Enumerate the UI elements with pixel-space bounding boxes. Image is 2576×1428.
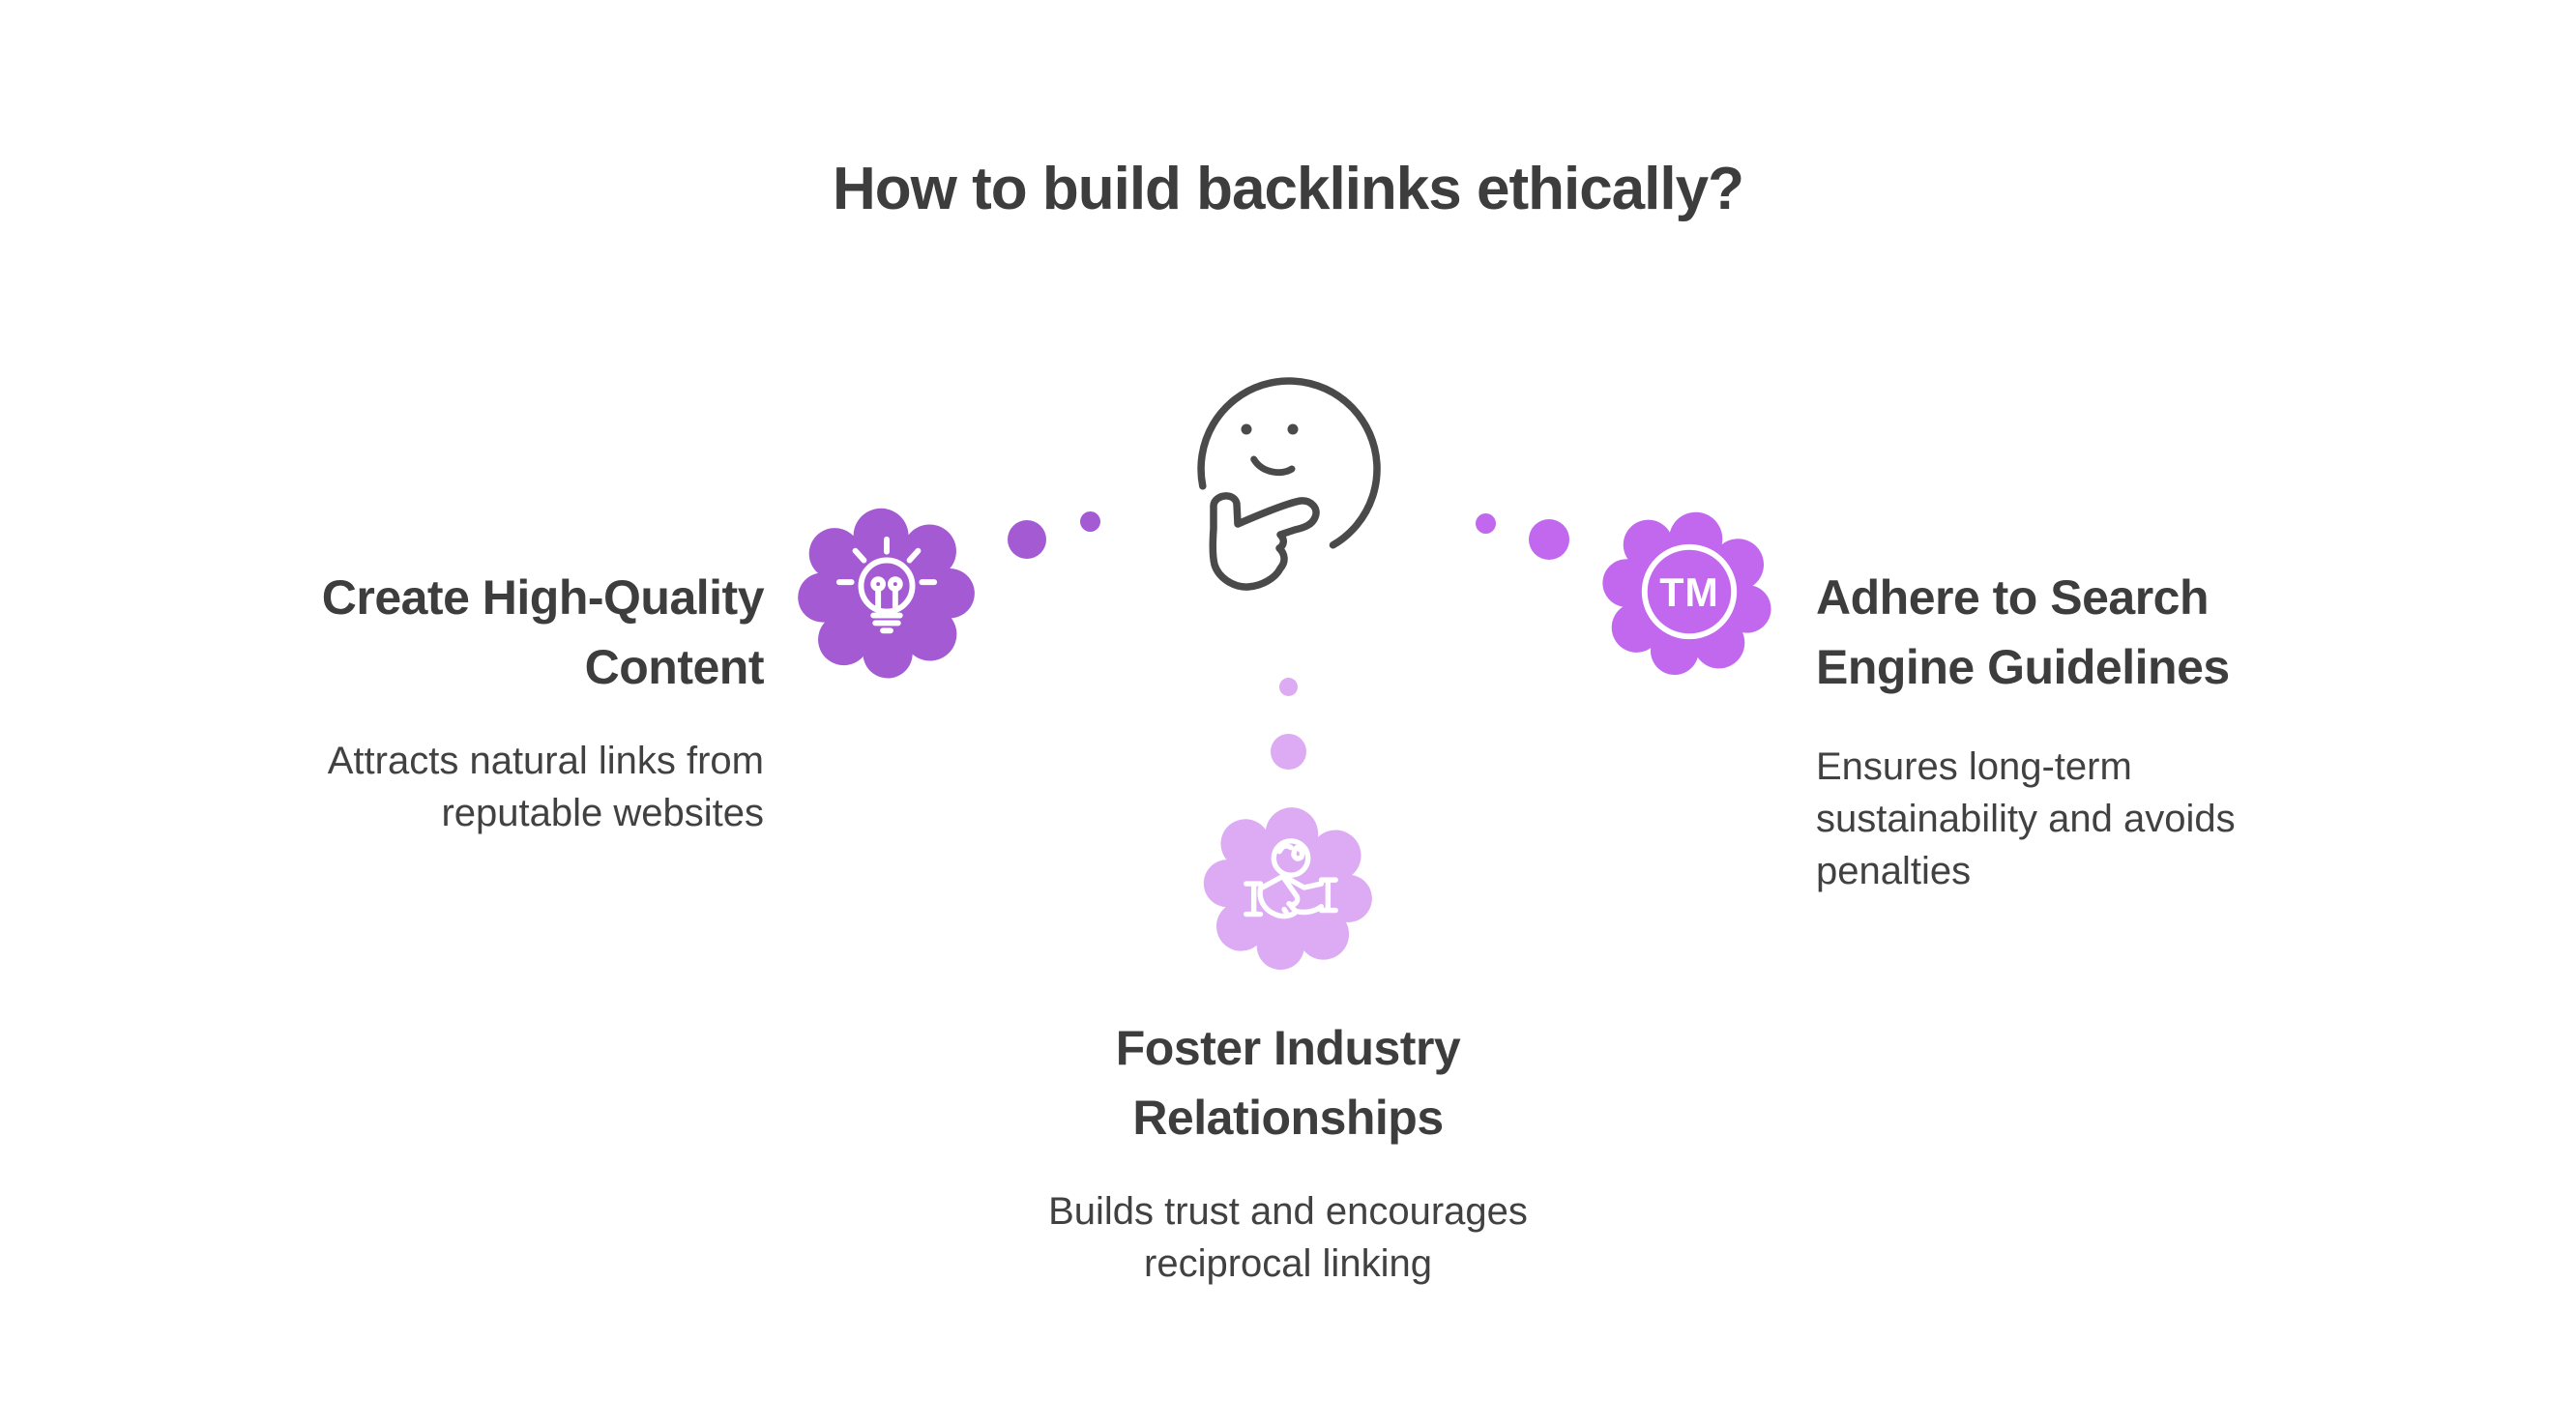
handshake-fingers bbox=[1281, 902, 1298, 918]
thought-dot-bottom-small bbox=[1279, 678, 1298, 696]
thought-dot-left-large bbox=[1008, 520, 1046, 559]
bottom-node-description: Builds trust and encourages reciprocal l… bbox=[1048, 1190, 1528, 1285]
right-blob-shape bbox=[1602, 511, 1771, 676]
globe-circle bbox=[1271, 838, 1311, 878]
left-node-description: Attracts natural links from reputable we… bbox=[327, 740, 764, 834]
right-node-heading: Adhere to Search Engine Guidelines bbox=[1816, 570, 2230, 694]
handshake-sleeve-left bbox=[1244, 881, 1264, 918]
bottom-node-heading: Foster Industry Relationships bbox=[1115, 1021, 1461, 1145]
handshake-sleeve-right bbox=[1318, 877, 1338, 914]
lightbulb-base bbox=[870, 612, 903, 634]
trademark-icon: TM bbox=[1641, 543, 1738, 640]
thinking-face-icon bbox=[1197, 377, 1381, 591]
thought-dot-right-small bbox=[1476, 513, 1496, 534]
handshake-hands-top bbox=[1257, 873, 1325, 891]
face-mouth bbox=[1250, 455, 1296, 477]
handshake-globe-icon bbox=[1244, 838, 1338, 919]
face-eye-right bbox=[1287, 423, 1299, 435]
left-blob-shape bbox=[798, 508, 975, 679]
page-title: How to build backlinks ethically? bbox=[833, 156, 1744, 222]
face-head-outline bbox=[1197, 377, 1381, 549]
lightbulb-icon bbox=[835, 536, 938, 634]
trademark-circle bbox=[1641, 543, 1738, 640]
lightbulb-glass bbox=[858, 557, 916, 615]
face-hand bbox=[1209, 492, 1320, 591]
thought-dot-left-small bbox=[1080, 511, 1100, 532]
handshake-right-bottom bbox=[1294, 903, 1325, 916]
face-eye-left bbox=[1241, 423, 1252, 435]
left-blob bbox=[798, 508, 975, 679]
lightbulb-filament-stems bbox=[875, 586, 898, 613]
lightbulb-rays bbox=[835, 536, 938, 586]
right-blob bbox=[1602, 511, 1771, 676]
left-node-heading: Create High-Quality Content bbox=[321, 570, 765, 694]
handshake-hand-bottom bbox=[1257, 886, 1300, 919]
thought-dot-bottom-large bbox=[1271, 734, 1306, 770]
globe-continents bbox=[1276, 843, 1305, 861]
right-node-description: Ensures long-term sustainability and avo… bbox=[1816, 745, 2236, 892]
thought-dot-right-large bbox=[1529, 519, 1569, 560]
trademark-label: TM bbox=[1659, 570, 1719, 615]
